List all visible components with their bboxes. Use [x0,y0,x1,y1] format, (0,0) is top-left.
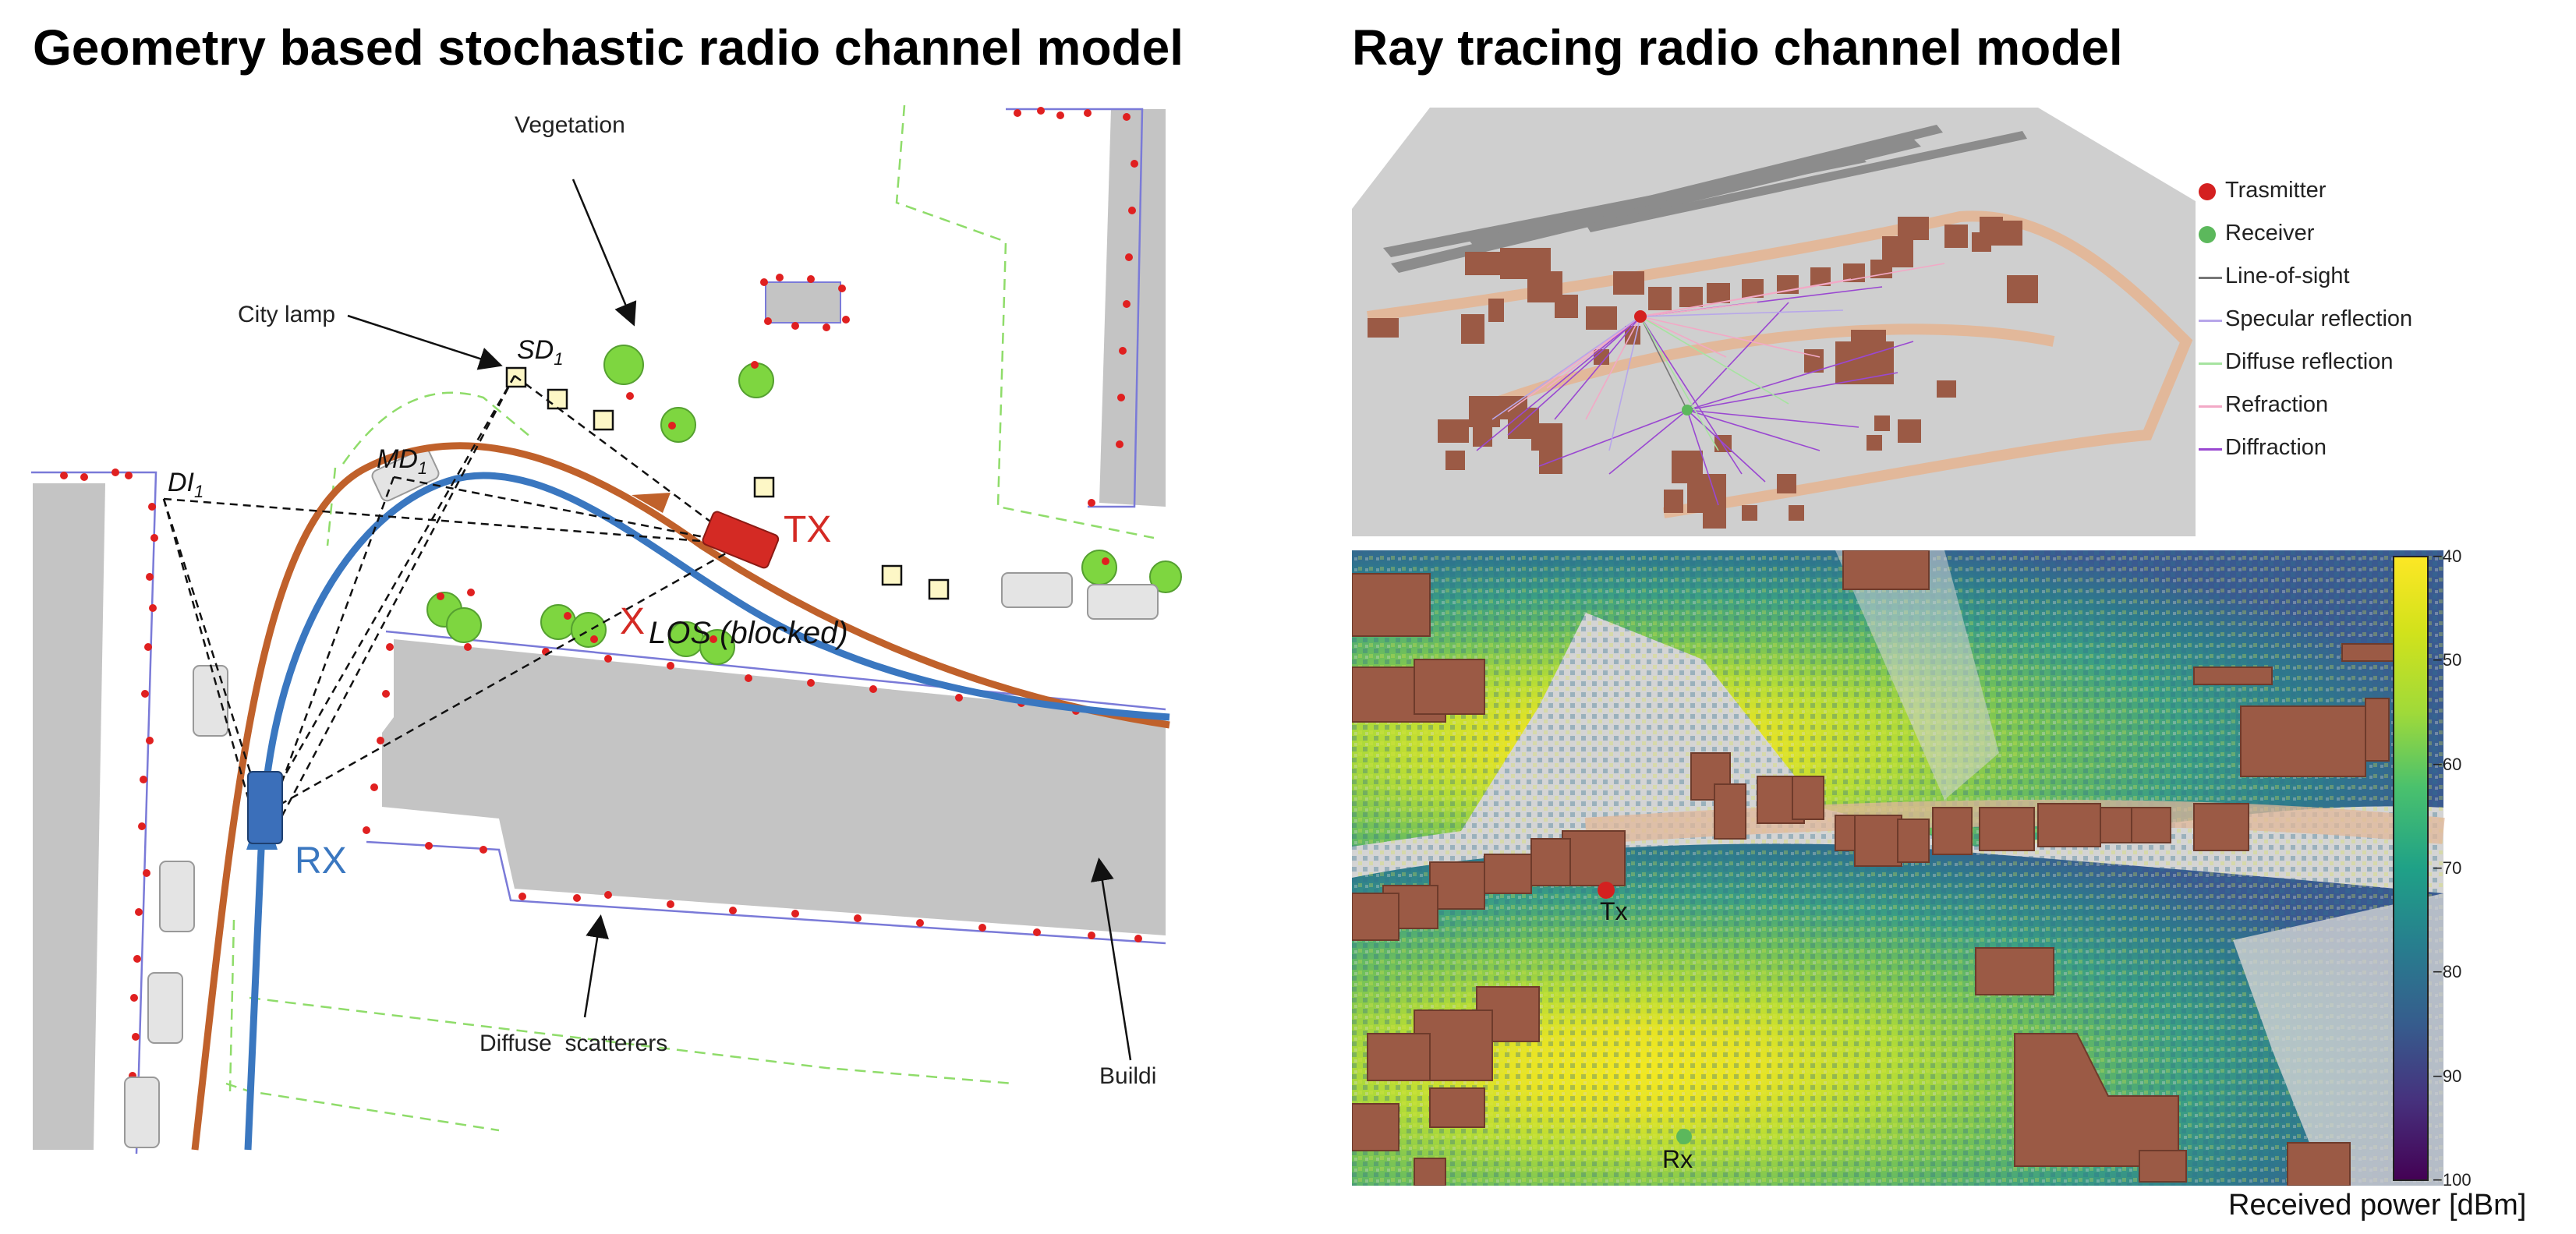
transmitter-marker-3d [1634,310,1647,323]
rx-label: RX [295,840,347,882]
map-buildings [1352,550,2405,1186]
building-left [31,471,157,1154]
tx-map-label: Tx [1600,897,1628,925]
md1-label: MD1 [377,444,427,478]
legend-dot-icon [2199,183,2216,200]
raytracing-title: Ray tracing radio channel model [1352,19,2123,76]
city-lamp-label: City lamp [238,302,335,327]
legend-line-icon [2199,405,2222,408]
rx-map-label: Rx [1662,1145,1693,1173]
legend-line-icon [2199,362,2222,365]
colorbar-tick-label: −70 [2433,858,2462,878]
gbsc-title: Geometry based stochastic radio channel … [33,19,1184,76]
sd1-label: SD1 [517,335,563,369]
city-lamps [505,366,950,600]
colorbar-tick-label: −100 [2433,1170,2472,1190]
building-main [366,630,1166,945]
tx-path [191,442,1170,1151]
gbsc-diagram: Vegetation City lamp SD1 MD1 DI1 TX RX X… [31,104,1182,1154]
legend-label: Receiver [2225,221,2315,246]
legend-line-icon [2199,320,2222,322]
legend-line-icon [2199,448,2222,451]
annotation-arrows [347,179,1132,1061]
colorbar-tick-label: −80 [2433,962,2462,982]
diffuse-scatterers-label: Diffuse scatterers [479,1031,667,1056]
rx-path [244,472,1170,1151]
legend-label: Diffuse reflection [2225,349,2394,374]
legend-label: Line-of-sight [2225,263,2350,288]
legend-dot-icon [2199,226,2216,243]
vegetation-label: Vegetation [515,112,625,138]
diffuse-scatterer-dots [60,107,1142,1119]
di1-label: DI1 [168,468,203,501]
colorbar-tick-label: −50 [2433,650,2462,670]
los-blocked-label: LOS (blocked) [649,616,848,650]
colorbar-label: Received power [dBm] [2228,1189,2527,1222]
shadow-zone [2233,893,2443,1186]
tx-vehicle [702,511,780,569]
rx-vehicle [247,771,283,844]
colorbar-tick-label: −60 [2433,754,2462,774]
shadow-zone-north [1835,550,1999,800]
legend-label: Diffraction [2225,435,2327,460]
vegetation-trees [426,345,1182,665]
multipath-rays [162,374,741,819]
colorbar [2393,556,2429,1181]
blocked-mark: X [620,601,645,642]
raytracing-scene-3d [1352,108,2196,536]
rx-marker [1676,1129,1692,1144]
rail-tracks [1383,125,2027,273]
tx-direction-arrow [632,493,671,513]
tx-label: TX [784,509,831,550]
legend-line-icon [2199,277,2222,279]
colorbar-tick-label: −40 [2433,546,2462,566]
roads [1367,210,2193,518]
building-label: Buildi [1099,1063,1156,1089]
legend-label: Trasmitter [2225,178,2327,203]
legend-label: Refraction [2225,392,2329,417]
receiver-marker-3d [1682,405,1693,415]
tx-marker [1598,882,1615,899]
building-top-right [1006,108,1166,508]
colorbar-tick-label: −90 [2433,1066,2462,1086]
legend-label: Specular reflection [2225,306,2413,331]
small-building [765,281,841,324]
parked-cars [124,447,1159,1148]
ray-paths [1476,263,1945,506]
received-power-map: Tx Rx [1352,550,2445,1186]
